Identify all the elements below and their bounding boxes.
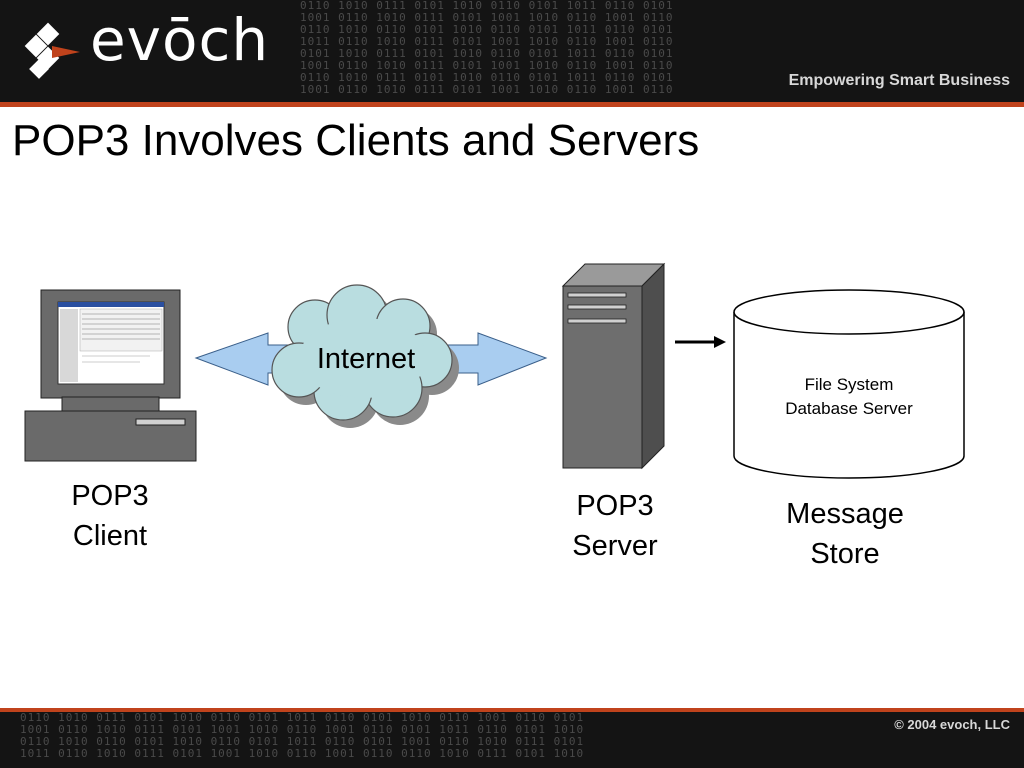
store-inner-label-line1: File System: [804, 375, 894, 394]
client-computer-icon: [24, 289, 197, 462]
tagline: Empowering Smart Business: [788, 72, 1010, 89]
header-banner: 0110 1010 0111 0101 1010 0110 0101 1011 …: [0, 0, 1024, 102]
binary-footer-decoration: 0110 1010 0111 0101 1010 0110 0101 1011 …: [20, 712, 585, 760]
server-tower-icon: [561, 262, 666, 470]
message-store-cylinder-icon: [733, 289, 965, 479]
evoch-logo-icon: [24, 22, 80, 79]
server-label-line2: Server: [572, 530, 658, 562]
store-label-line1: Message: [786, 498, 904, 530]
server-label-line1: POP3: [576, 490, 654, 522]
slide-title: POP3 Involves Clients and Servers: [12, 116, 700, 165]
store-label-line2: Store: [810, 538, 880, 570]
footer-banner: 0110 1010 0111 0101 1010 0110 0101 1011 …: [0, 712, 1024, 768]
store-inner-label-line2: Database Server: [785, 399, 913, 418]
server-to-store-arrow: [675, 336, 726, 348]
client-label-line1: POP3: [71, 480, 149, 512]
binary-background-decoration: 0110 1010 0111 0101 1010 0110 0101 1011 …: [300, 0, 674, 96]
copyright-text: © 2004 evoch, LLC: [894, 717, 1010, 732]
header-accent-line: [0, 102, 1024, 107]
footer-accent-line: [0, 708, 1024, 712]
internet-cloud-icon: [271, 284, 459, 428]
client-label-line2: Client: [72, 520, 148, 552]
cloud-label: Internet: [316, 343, 416, 375]
brand-name: evōch: [90, 6, 270, 74]
